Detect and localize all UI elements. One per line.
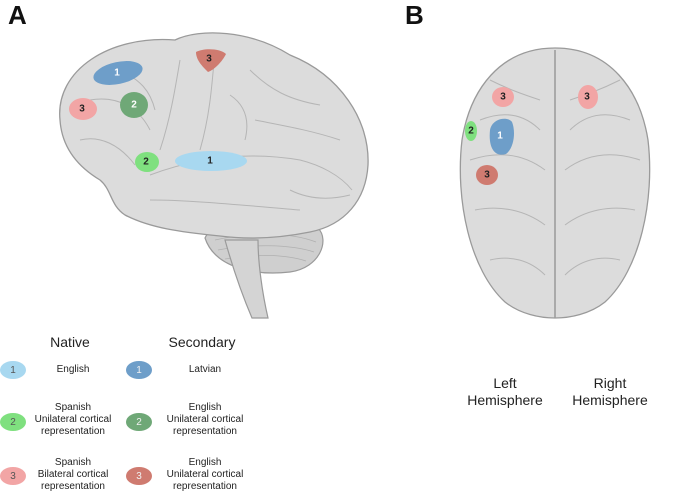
panel-label-a: A (8, 0, 27, 30)
legend-badge-secondary-3: 3 (126, 467, 152, 485)
legend-badge-secondary-2: 2 (126, 413, 152, 431)
legend-text-secondary-3: English Unilateral cortical representati… (166, 457, 244, 492)
marker-english-unilateral-green: 2 (120, 92, 148, 118)
legend-text-secondary-2: English Unilateral cortical representati… (166, 402, 244, 437)
svg-text:1: 1 (207, 156, 213, 167)
cerebrum-shape (59, 32, 369, 239)
lateral-brain-view: 1 3 3 2 2 1 (59, 32, 369, 319)
legend-badge-native-1: 1 (0, 361, 26, 379)
legend-secondary-title: Secondary (168, 334, 236, 350)
svg-text:3: 3 (79, 104, 85, 115)
svg-text:3: 3 (206, 54, 212, 65)
marker-english-uni-red-superior: 3 (476, 165, 498, 185)
svg-text:1: 1 (497, 131, 503, 142)
legend-native-title: Native (50, 334, 90, 350)
panel-label-b: B (405, 0, 424, 30)
legend-badge-native-2: 2 (0, 413, 26, 431)
legend-text-native-2: Spanish Unilateral cortical representati… (34, 402, 112, 437)
left-hemisphere-label: Left Hemisphere (467, 375, 543, 408)
marker-spanish-bilateral-right: 3 (578, 85, 598, 109)
svg-text:2: 2 (468, 126, 474, 137)
svg-text:2: 2 (143, 157, 149, 168)
svg-text:2: 2 (131, 100, 137, 111)
brainstem-shape (224, 239, 269, 319)
marker-spanish-bilateral-lateral: 3 (69, 98, 97, 120)
marker-spanish-unilateral-superior: 2 (465, 121, 477, 141)
legend-text-native-1: English (56, 364, 90, 375)
marker-english-uni-red-lateral: 3 (196, 49, 226, 72)
marker-english-native: 1 (175, 151, 247, 171)
svg-text:3: 3 (584, 92, 590, 103)
legend-text-native-3: Spanish Bilateral cortical representatio… (37, 457, 109, 492)
marker-spanish-bilateral-left: 3 (492, 87, 514, 107)
brain-illustrations: 1 3 3 2 2 1 (59, 32, 651, 319)
right-hemisphere-label: Right Hemisphere (572, 375, 648, 408)
marker-spanish-unilateral-lateral: 2 (135, 152, 159, 172)
superior-brain-view: 3 3 2 1 3 (459, 47, 651, 319)
svg-text:3: 3 (500, 92, 506, 103)
marker-latvian-superior: 1 (489, 118, 514, 155)
legend-badge-secondary-1: 1 (126, 361, 152, 379)
legend-text-secondary-1: Latvian (188, 364, 222, 375)
marker-latvian: 1 (93, 61, 143, 85)
svg-text:1: 1 (114, 68, 120, 79)
svg-text:3: 3 (484, 170, 490, 181)
superior-gyri (469, 79, 641, 276)
legend-badge-native-3: 3 (0, 467, 26, 485)
